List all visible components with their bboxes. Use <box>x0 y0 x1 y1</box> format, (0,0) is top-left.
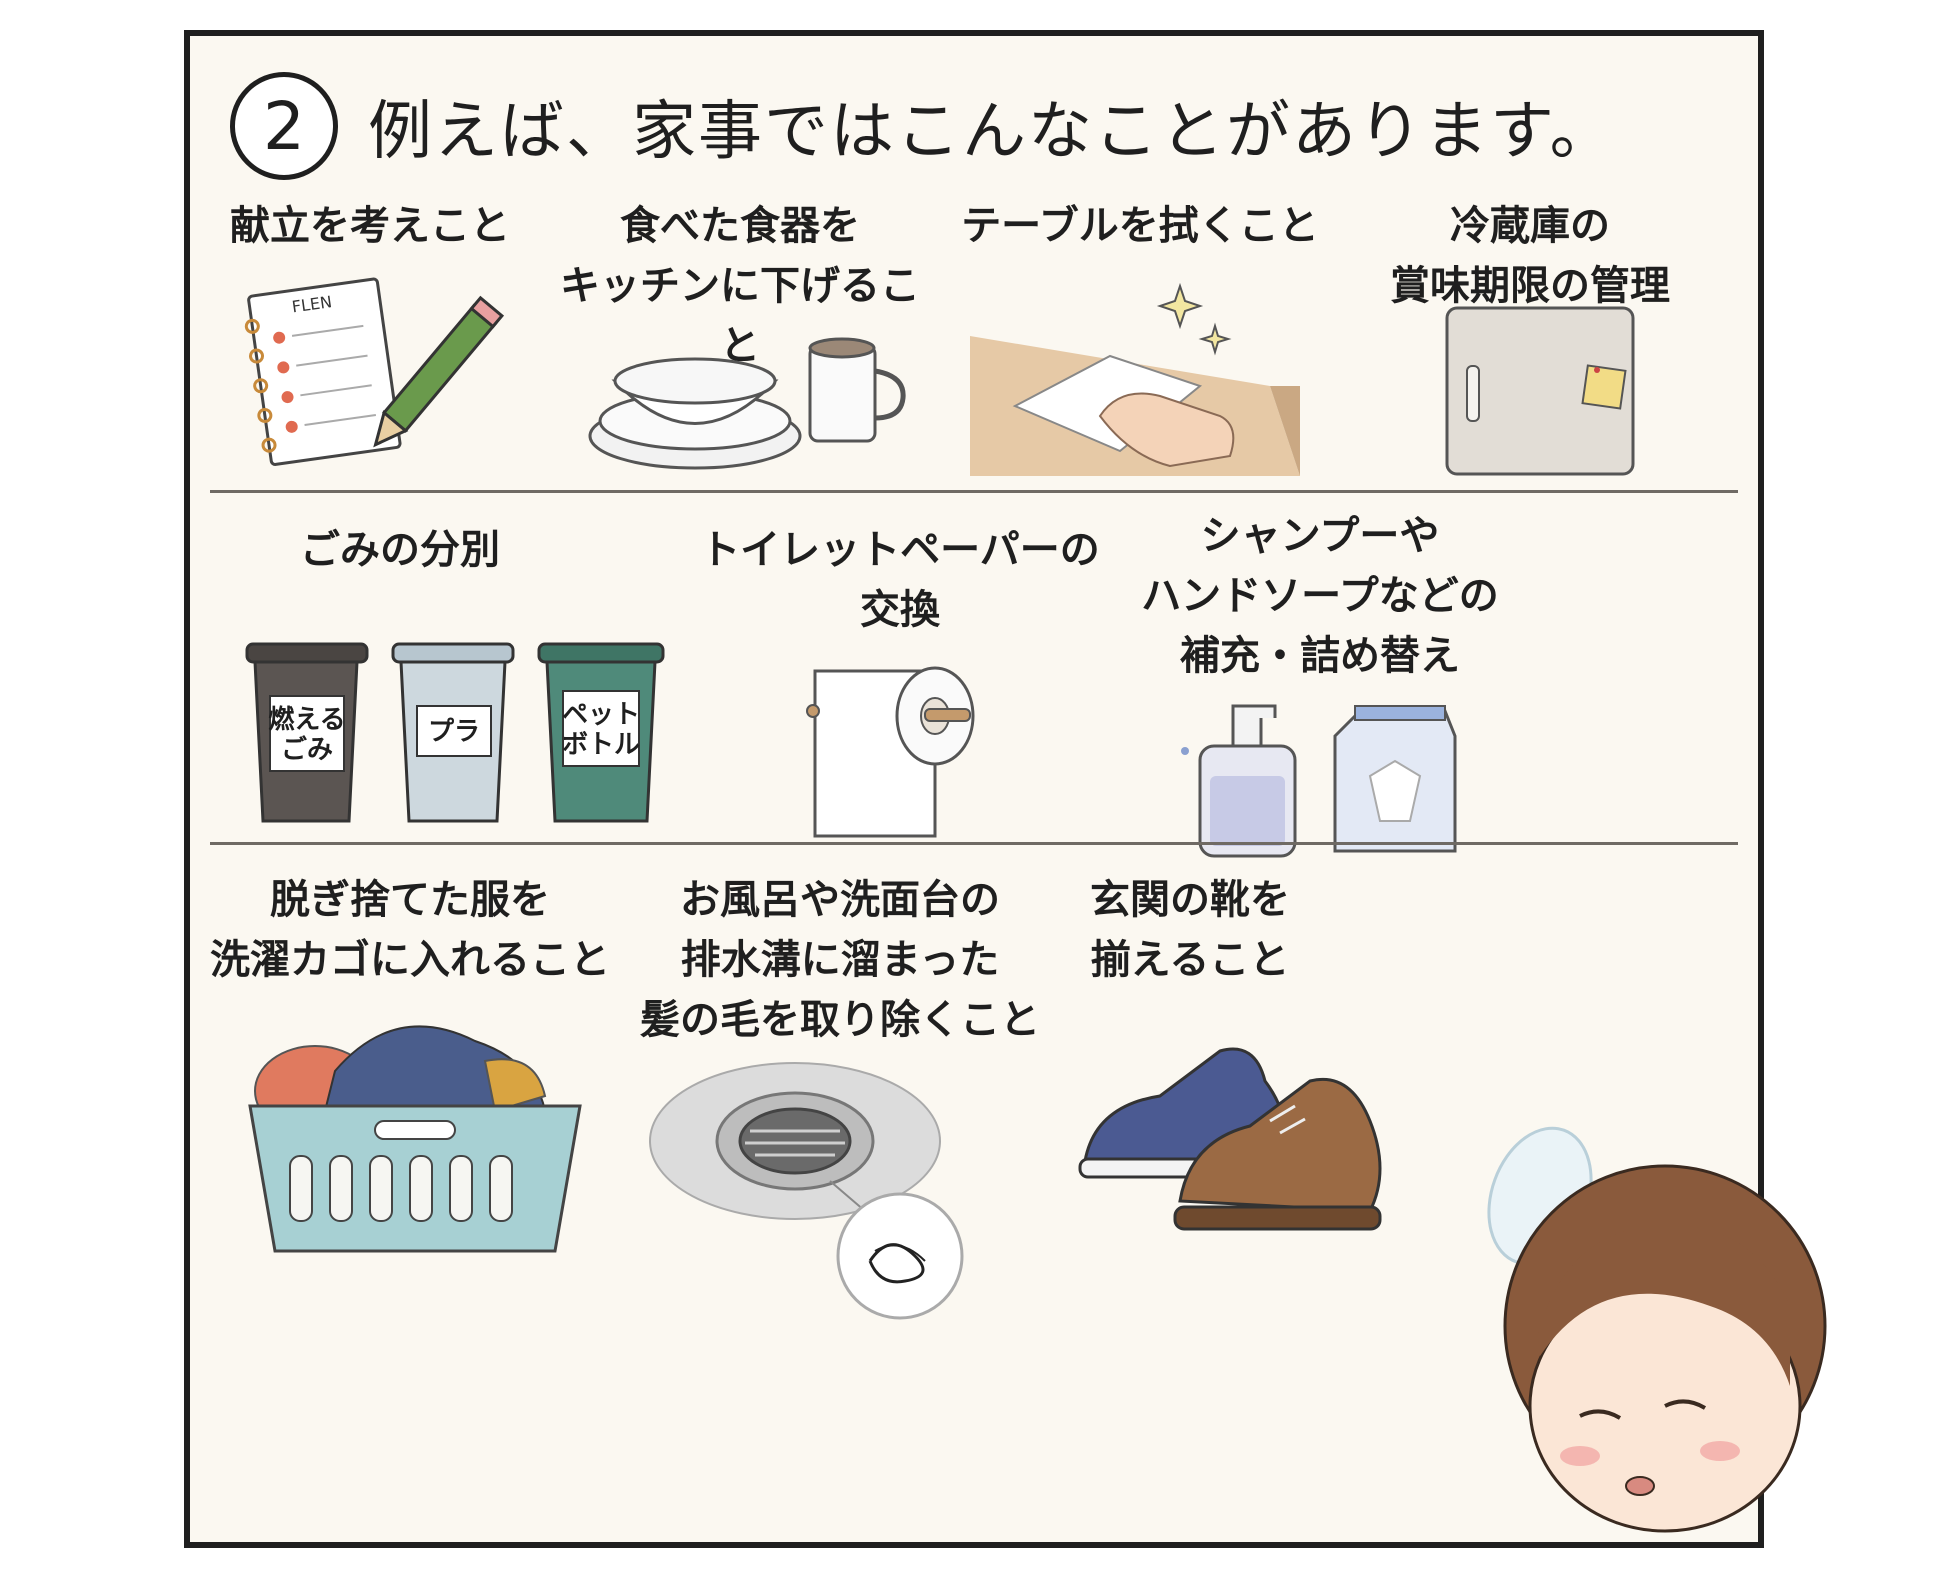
chore-label: 食べた食器を キッチンに下げること <box>560 203 920 369</box>
bin-plastic: プラ <box>391 642 515 823</box>
notepad-pencil-icon: FLEN <box>244 277 505 466</box>
chore-replace-toilet-paper: トイレットペーパーの 交換 <box>690 506 1110 838</box>
row-divider-1 <box>210 490 1738 493</box>
chore-wipe-table: テーブルを拭くこと <box>950 186 1330 476</box>
toilet-paper-icon <box>806 666 975 838</box>
worried-woman-icon <box>1487 1126 1827 1533</box>
chore-sort-garbage: ごみの分別 燃えるごみ プラ ペットボトル <box>190 506 670 836</box>
fridge-icon <box>1445 306 1635 476</box>
drain-hair-icon <box>649 1062 964 1320</box>
bin-burnable: 燃えるごみ <box>245 642 369 823</box>
chore-menu-planning: 献立を考えこと FLEN <box>190 186 550 476</box>
chore-refill-soap: シャンプーや ハンドソープなどの 補充・詰め替え <box>1110 506 1530 858</box>
row-divider-2 <box>210 842 1738 845</box>
panel-title: 例えば、家事ではこんなことがあります。 <box>368 95 1616 169</box>
chore-label: 玄関の靴を 揃えること <box>1090 877 1290 983</box>
chore-label: ごみの分別 <box>300 527 500 573</box>
chore-laundry-basket: 脱ぎ捨てた服を 洗濯カゴに入れること <box>190 856 630 1496</box>
shoes-icon <box>1078 1047 1382 1231</box>
step-number-badge: 2 <box>230 72 338 180</box>
chore-label: シャンプーや ハンドソープなどの 補充・詰め替え <box>1141 513 1499 679</box>
chore-arrange-shoes: 玄関の靴を 揃えること <box>1050 856 1470 1496</box>
trash-bins-icon: 燃えるごみ プラ ペットボトル <box>245 642 665 823</box>
chore-label: 献立を考えこと <box>230 203 510 249</box>
panel-header: 2 例えば、家事ではこんなことがあります。 <box>230 66 1616 186</box>
chore-label: テーブルを拭くこと <box>961 203 1319 249</box>
laundry-basket-icon <box>248 1025 582 1253</box>
chore-clear-dishes: 食べた食器を キッチンに下げること <box>550 186 930 476</box>
bin-label-plastic: プラ <box>428 717 480 747</box>
chore-label: お風呂や洗面台の 排水溝に溜まった 髪の毛を取り除くこと <box>640 877 1040 1043</box>
soap-refill-icon <box>1181 704 1457 858</box>
chore-fridge-expiry: 冷蔵庫の 賞味期限の管理 <box>1340 186 1720 476</box>
chore-label: 脱ぎ捨てた服を 洗濯カゴに入れること <box>210 877 610 983</box>
chore-drain-hair: お風呂や洗面台の 排水溝に溜まった 髪の毛を取り除くこと <box>630 856 1050 1496</box>
dishes-mug-icon <box>588 337 906 470</box>
bin-label-pet-bottle: ペットボトル <box>562 700 640 760</box>
chores-panel: 2 例えば、家事ではこんなことがあります。 献立を考えこと FLEN <box>184 30 1827 1548</box>
bin-pet-bottle: ペットボトル <box>537 642 665 823</box>
wiping-table-icon <box>970 282 1300 476</box>
chore-label: 冷蔵庫の 賞味期限の管理 <box>1390 203 1670 309</box>
chore-label: トイレットペーパーの 交換 <box>700 527 1100 633</box>
bin-label-burnable: 燃えるごみ <box>268 705 345 765</box>
